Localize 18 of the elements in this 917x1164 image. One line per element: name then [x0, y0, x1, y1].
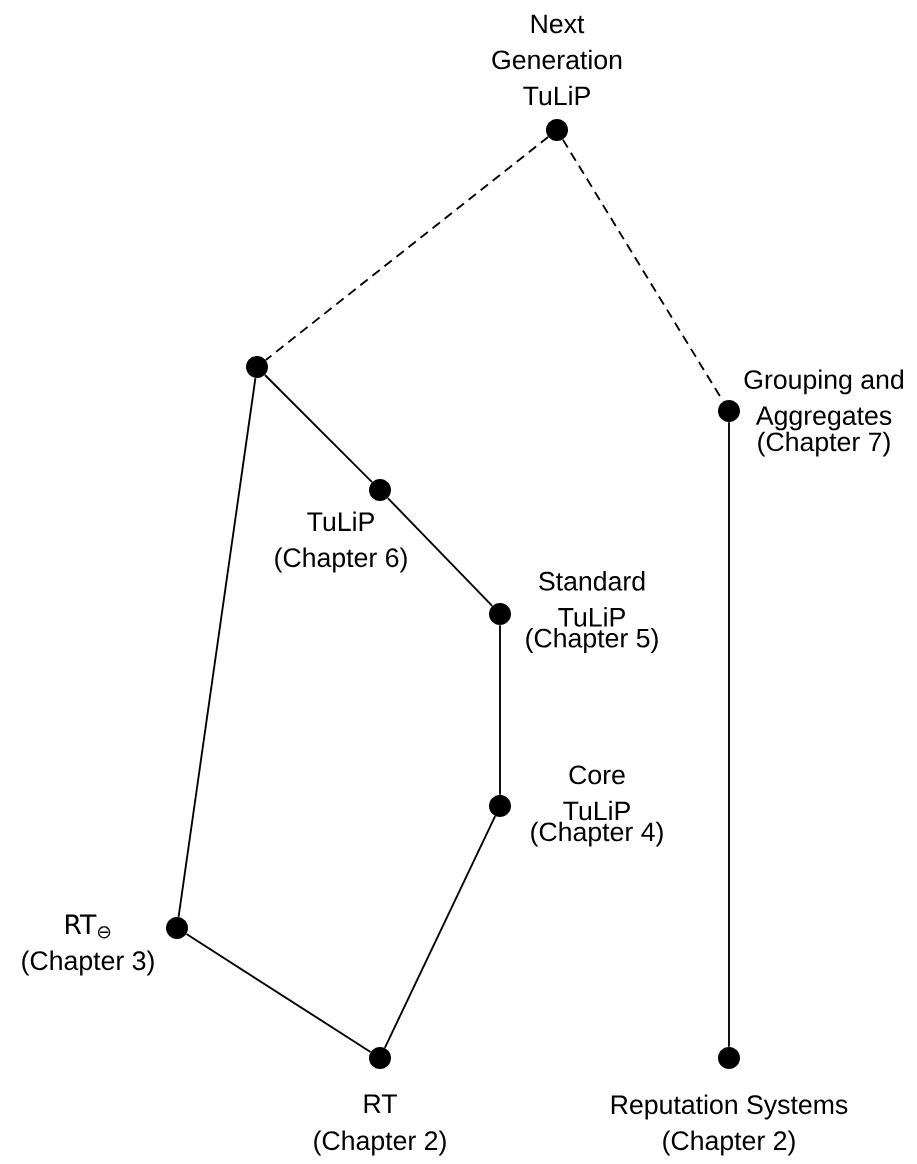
node-label: Reputation Systems (Chapter 2) [611, 1094, 848, 1156]
node-label: RT (Chapter 2) [314, 1094, 446, 1156]
node-label: TuLiP (Chapter 6) [275, 511, 407, 573]
connector-line [177, 377, 257, 918]
node-label: RT$_{⊖}$ (Chapter 3) [22, 914, 154, 976]
node-label: Core TuLiP (Chapter 4) [531, 765, 663, 847]
dot [246, 356, 268, 378]
connector-line [499, 624, 501, 796]
connector-line [264, 136, 550, 361]
connector-line [561, 138, 725, 403]
connector-line [185, 933, 372, 1053]
connector-line [386, 497, 494, 607]
node-label: Standard TuLiP (Chapter 5) [526, 571, 658, 653]
connector-line [383, 815, 497, 1049]
node-label: Next Generation TuLiP [492, 14, 622, 106]
connector-line [264, 374, 373, 483]
connector-line [728, 421, 730, 1048]
node-label: Grouping and Aggregates (Chapter 7) [744, 369, 904, 457]
